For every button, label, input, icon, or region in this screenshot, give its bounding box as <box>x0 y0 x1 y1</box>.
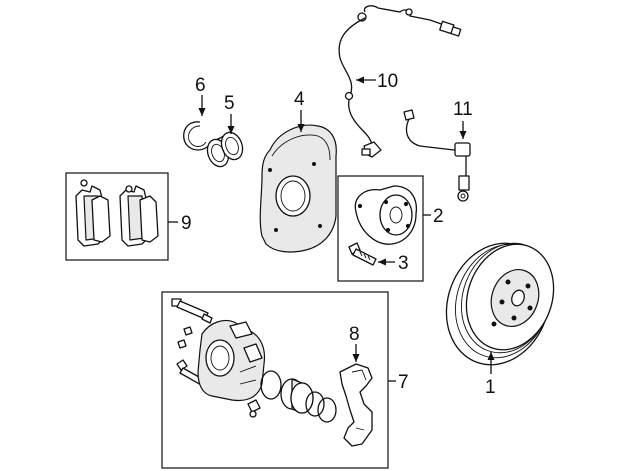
brake-rotor <box>445 242 555 366</box>
callout-1: 1 <box>485 377 496 398</box>
caliper-bracket <box>339 363 373 447</box>
callout-3: 3 <box>398 253 409 274</box>
caliper-seals <box>260 370 337 423</box>
callout-5: 5 <box>224 93 235 114</box>
wheel-hub <box>354 185 418 245</box>
callout-2: 2 <box>433 206 444 227</box>
hub-bolt <box>348 242 377 266</box>
callout-10: 10 <box>377 71 398 92</box>
callout-8: 8 <box>349 324 360 345</box>
caliper-box <box>161 291 389 469</box>
wheel-bearing <box>206 131 244 168</box>
snap-ring <box>183 121 211 151</box>
callout-4: 4 <box>294 89 305 110</box>
brake-pad-box <box>65 172 169 261</box>
dust-shield <box>259 124 337 253</box>
hub-box <box>337 175 424 282</box>
callout-6: 6 <box>195 75 206 96</box>
brake-hose <box>403 109 471 202</box>
brake-pads <box>75 179 159 247</box>
brake-caliper <box>197 319 266 402</box>
callout-9: 9 <box>181 213 192 234</box>
callout-7: 7 <box>398 372 409 393</box>
callout-11: 11 <box>453 99 473 120</box>
wheel-speed-sensor <box>338 5 462 158</box>
